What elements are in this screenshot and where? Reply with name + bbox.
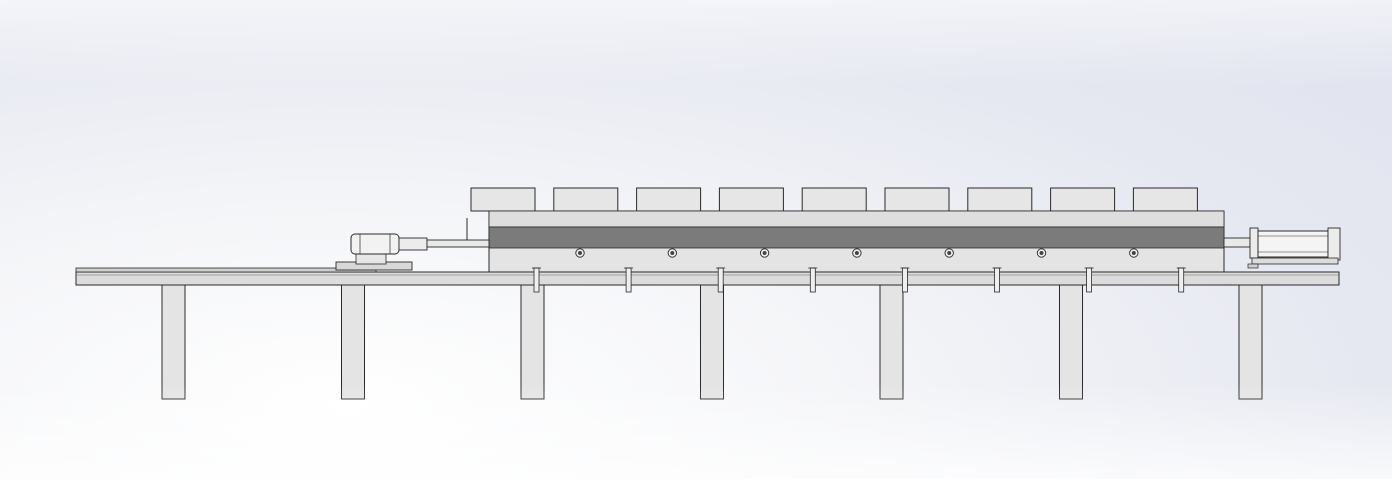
clamp-brackets — [532, 267, 1186, 293]
top-block — [1132, 187, 1198, 212]
right-actuator-body — [1257, 230, 1329, 258]
side-bolt — [575, 248, 585, 258]
clamp-bracket — [1176, 267, 1186, 293]
support-leg — [879, 284, 904, 400]
top-block — [884, 187, 950, 212]
chamber-top-strip — [488, 210, 1225, 228]
side-bolt — [852, 248, 862, 258]
clamp-bracket — [624, 267, 634, 293]
left-chamber-bracket — [466, 218, 489, 243]
chamber-dark-band — [488, 226, 1225, 249]
left-track — [75, 267, 377, 273]
clamp-bracket — [808, 267, 818, 293]
clamp-bracket — [900, 267, 910, 293]
clamp-bracket — [1084, 267, 1094, 293]
left-actuator-body — [350, 233, 400, 255]
top-block — [801, 187, 867, 212]
side-bolts — [575, 248, 1139, 258]
clamp-bracket — [716, 267, 726, 293]
top-block — [1050, 187, 1116, 212]
right-actuator-rod — [1223, 237, 1251, 248]
left-actuator-rod — [426, 239, 490, 248]
support-leg — [520, 284, 545, 400]
top-block — [967, 187, 1033, 212]
top-block — [636, 187, 702, 212]
support-leg — [1059, 284, 1083, 400]
right-actuator-endcap — [1327, 227, 1341, 261]
support-leg — [1238, 284, 1263, 400]
clamp-bracket — [992, 267, 1002, 293]
top-block — [470, 187, 536, 212]
left-actuator — [335, 233, 490, 271]
clamp-bracket — [532, 267, 541, 293]
top-block — [718, 187, 784, 212]
support-leg — [161, 284, 186, 400]
support-leg — [700, 284, 724, 400]
right-actuator-flange — [1249, 227, 1259, 259]
support-leg — [341, 284, 365, 400]
base-rail — [75, 271, 1340, 286]
top-block — [553, 187, 619, 212]
side-bolt — [759, 248, 770, 258]
side-bolt — [1129, 248, 1139, 258]
right-actuator — [1223, 227, 1341, 269]
side-bolt — [667, 248, 677, 258]
top-blocks — [470, 187, 1198, 212]
right-actuator-foot — [1251, 257, 1339, 265]
support-legs — [161, 284, 1263, 400]
side-bolt — [944, 248, 954, 258]
side-bolt — [1036, 248, 1047, 258]
left-actuator-coupler — [398, 237, 428, 251]
